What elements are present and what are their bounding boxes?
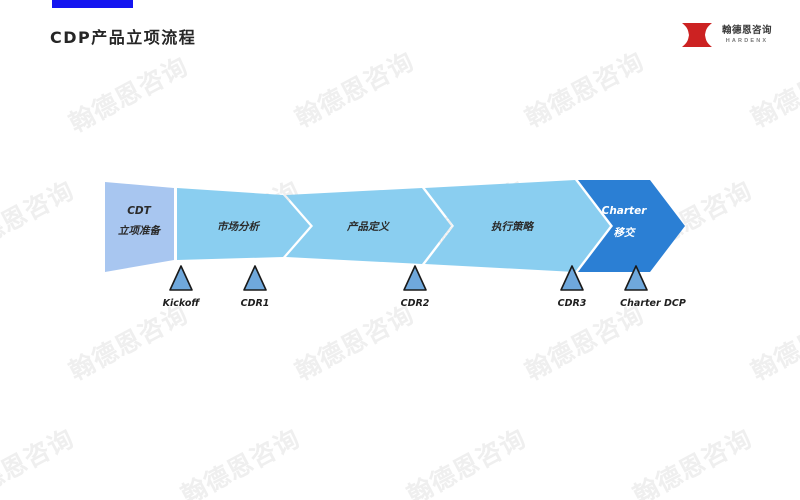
watermark-tile: 翰德恩咨询 xyxy=(520,46,649,134)
watermark-tile: 翰德恩咨询 xyxy=(746,46,800,134)
milestone-cdr1-label: CDR1 xyxy=(241,298,270,309)
watermark-tile: 翰德恩咨询 xyxy=(290,46,419,134)
milestone-kickoff-label: Kickoff xyxy=(163,298,201,309)
watermark-tile: 翰德恩咨询 xyxy=(176,423,305,500)
stage-charter-line2: 移交 xyxy=(614,226,636,239)
brand-logo: 翰德恩咨询 HARDENX xyxy=(680,22,772,48)
watermark-tile: 翰德恩咨询 xyxy=(64,51,193,139)
milestone-charter-dcp-label: Charter DCP xyxy=(620,298,686,309)
milestone-charter-dcp[interactable]: Charter DCP xyxy=(620,265,686,309)
stage-execution-strategy[interactable]: 执行策略 xyxy=(425,180,610,272)
stage-cdt[interactable]: CDT 立项准备 xyxy=(105,182,174,272)
stage-market-analysis[interactable]: 市场分析 xyxy=(177,188,310,260)
process-flow-diagram: CDT 立项准备 市场分析 产品定义 执行策略 Charter 移交 Kicko… xyxy=(105,180,686,309)
milestone-kickoff[interactable]: Kickoff xyxy=(163,265,201,309)
watermark-tile: 翰德恩咨询 xyxy=(628,423,757,500)
milestone-cdr2[interactable]: CDR2 xyxy=(401,265,430,309)
logo-company-name: 翰德恩咨询 xyxy=(721,25,772,36)
stage-product-definition[interactable]: 产品定义 xyxy=(286,188,451,264)
accent-bar xyxy=(52,0,133,8)
milestone-cdr1[interactable]: CDR1 xyxy=(241,265,270,309)
watermark-tile: 翰德恩咨询 xyxy=(402,423,531,500)
stage-cdt-line1: CDT xyxy=(127,205,151,217)
logo-company-subtitle: HARDENX xyxy=(725,37,769,44)
milestone-cdr3[interactable]: CDR3 xyxy=(558,265,587,309)
stage-cdt-line2: 立项准备 xyxy=(118,224,161,237)
stage-charter-line1: Charter xyxy=(602,205,648,217)
page-title: CDP产品立项流程 xyxy=(50,28,197,47)
stage-execution-strategy-label: 执行策略 xyxy=(491,220,534,233)
milestone-cdr2-label: CDR2 xyxy=(401,298,430,309)
stage-product-definition-label: 产品定义 xyxy=(346,220,390,233)
watermark-tile: 翰德恩咨询 xyxy=(0,423,79,500)
milestone-cdr3-label: CDR3 xyxy=(558,298,587,309)
stage-market-analysis-label: 市场分析 xyxy=(217,220,260,233)
stage-charter-handover[interactable]: Charter 移交 xyxy=(578,180,685,272)
logo-text-block: 翰德恩咨询 HARDENX xyxy=(722,26,772,44)
hourglass-bowtie-icon xyxy=(681,23,712,47)
